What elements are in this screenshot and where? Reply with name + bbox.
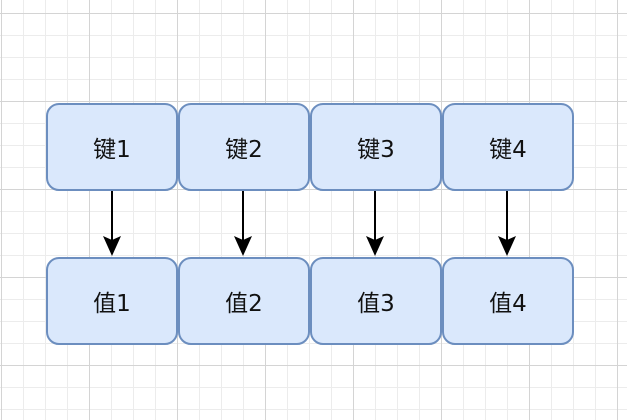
arrow-key1-to-value1: [103, 191, 121, 256]
value-label-3: 值3: [357, 291, 395, 317]
key-node-2[interactable]: 键2: [178, 103, 310, 191]
key-label-4: 键4: [489, 137, 527, 163]
value-node-2[interactable]: 值2: [178, 257, 310, 345]
value-node-3[interactable]: 值3: [310, 257, 442, 345]
arrow-key2-to-value2: [234, 191, 252, 256]
arrow-key3-to-value3: [366, 191, 384, 256]
key-node-3[interactable]: 键3: [310, 103, 442, 191]
value-label-1: 值1: [93, 291, 131, 317]
key-label-1: 键1: [93, 137, 131, 163]
value-label-4: 值4: [489, 291, 527, 317]
key-label-3: 键3: [357, 137, 395, 163]
value-node-4[interactable]: 值4: [442, 257, 574, 345]
key-label-2: 键2: [225, 137, 263, 163]
key-node-1[interactable]: 键1: [46, 103, 178, 191]
arrow-key4-to-value4: [498, 191, 516, 256]
key-node-4[interactable]: 键4: [442, 103, 574, 191]
value-label-2: 值2: [225, 291, 263, 317]
value-node-1[interactable]: 值1: [46, 257, 178, 345]
